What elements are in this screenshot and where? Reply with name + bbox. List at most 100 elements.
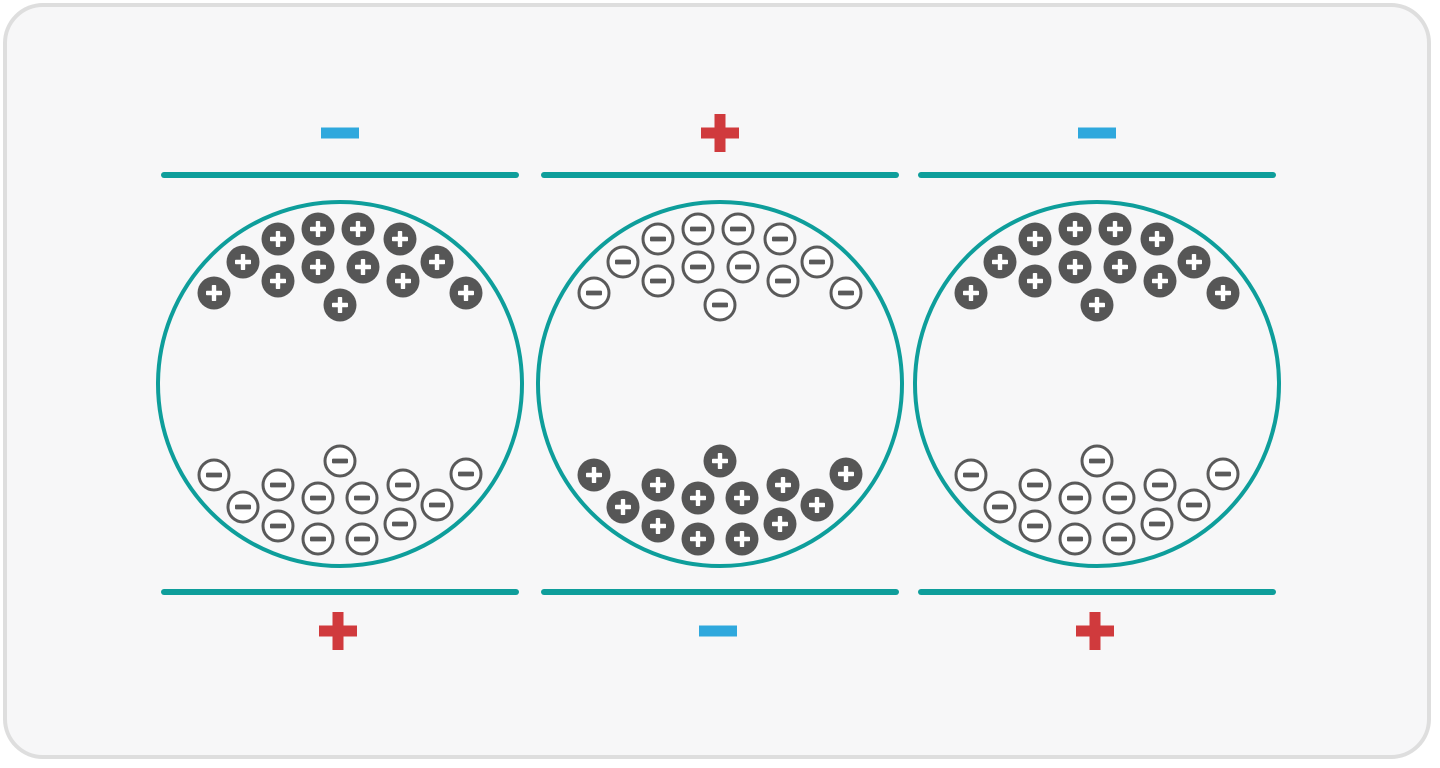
positive-charge-v [275, 273, 281, 289]
negative-charge-icon [1018, 468, 1052, 502]
minus-bar [1078, 127, 1116, 139]
negative-charge-bar [809, 259, 825, 265]
positive-charge-v [1154, 231, 1160, 247]
positive-charge-icon [1098, 212, 1132, 246]
capacitor-panel-2 [536, 114, 904, 637]
negative-charge-icon [226, 490, 260, 524]
negative-charge-icon [954, 458, 988, 492]
positive-charge-icon [829, 457, 863, 491]
positive-charge-icon [766, 468, 800, 502]
upper-charge-cluster [197, 212, 483, 322]
negative-charge-bar [1067, 536, 1083, 542]
positive-charge-icon [323, 288, 357, 322]
positive-charge-icon [1206, 276, 1240, 310]
minus-sign-icon [699, 625, 737, 637]
minus-bar [699, 625, 737, 637]
plus-sign-icon [701, 114, 739, 152]
negative-charge-bar [1067, 495, 1083, 501]
positive-charge-v [1220, 285, 1226, 301]
positive-charge-icon [983, 245, 1017, 279]
positive-charge-v [315, 221, 321, 237]
positive-charge-v [1072, 259, 1078, 275]
negative-charge-bar [772, 236, 788, 242]
negative-charge-bar [395, 482, 411, 488]
negative-charge-icon [1140, 507, 1174, 541]
positive-charge-icon [386, 264, 420, 298]
positive-charge-v [695, 531, 701, 547]
positive-charge-v [1072, 221, 1078, 237]
positive-charge-icon [1058, 250, 1092, 284]
positive-charge-v [739, 531, 745, 547]
negative-charge-bar [310, 495, 326, 501]
negative-charge-icon [1206, 457, 1240, 491]
positive-charge-icon [577, 458, 611, 492]
positive-charge-v [240, 254, 246, 270]
positive-charge-v [1094, 297, 1100, 313]
negative-charge-bar [615, 259, 631, 265]
negative-charge-icon [1143, 468, 1177, 502]
negative-charge-icon [641, 222, 675, 256]
positive-charge-v [968, 285, 974, 301]
negative-charge-icon [606, 245, 640, 279]
positive-charge-icon [681, 481, 715, 515]
positive-charge-v [1032, 231, 1038, 247]
positive-charge-icon [1103, 250, 1137, 284]
positive-charge-icon [1143, 264, 1177, 298]
positive-charge-icon [301, 212, 335, 246]
positive-charge-v [655, 518, 661, 534]
positive-charge-icon [681, 522, 715, 556]
negative-charge-bar [458, 471, 474, 477]
positive-charge-icon [606, 490, 640, 524]
positive-charge-icon [1080, 288, 1114, 322]
positive-charge-icon [1140, 222, 1174, 256]
positive-charge-icon [725, 522, 759, 556]
negative-charge-bar [650, 236, 666, 242]
positive-charge-v [337, 297, 343, 313]
minus-sign-icon [321, 127, 359, 139]
positive-charge-icon [1018, 264, 1052, 298]
negative-charge-icon [577, 276, 611, 310]
positive-charge-icon [449, 276, 483, 310]
negative-charge-icon [766, 264, 800, 298]
positive-charge-v [620, 499, 626, 515]
positive-charge-v [355, 221, 361, 237]
lower-charge-cluster [577, 444, 863, 556]
positive-charge-v [739, 490, 745, 506]
negative-charge-bar [838, 290, 854, 296]
negative-charge-icon [763, 222, 797, 256]
positive-charge-v [814, 497, 820, 513]
negative-charge-bar [1152, 482, 1168, 488]
negative-charge-bar [775, 278, 791, 284]
negative-charge-bar [730, 226, 746, 232]
negative-charge-bar [712, 302, 728, 308]
negative-charge-icon [1102, 481, 1136, 515]
positive-charge-v [1032, 273, 1038, 289]
positive-charge-v [591, 467, 597, 483]
positive-charge-icon [763, 507, 797, 541]
positive-charge-icon [1177, 245, 1211, 279]
negative-charge-icon [383, 507, 417, 541]
positive-charge-v [463, 285, 469, 301]
negative-charge-icon [345, 481, 379, 515]
positive-charge-v [397, 231, 403, 247]
plus-vertical-bar [332, 612, 344, 650]
negative-charge-icon [386, 468, 420, 502]
positive-charge-icon [954, 276, 988, 310]
positive-charge-icon [341, 212, 375, 246]
dielectric-circle [156, 200, 524, 568]
plus-sign-icon [1076, 612, 1114, 650]
positive-charge-icon [800, 488, 834, 522]
positive-charge-icon [641, 468, 675, 502]
positive-charge-v [695, 490, 701, 506]
positive-charge-v [1117, 259, 1123, 275]
negative-charge-bar [206, 472, 222, 478]
negative-charge-icon [681, 250, 715, 284]
positive-charge-v [360, 259, 366, 275]
negative-charge-icon [641, 264, 675, 298]
negative-charge-bar [270, 482, 286, 488]
negative-charge-bar [963, 472, 979, 478]
plus-sign-icon [319, 612, 357, 650]
positive-charge-v [655, 477, 661, 493]
negative-charge-bar [586, 290, 602, 296]
